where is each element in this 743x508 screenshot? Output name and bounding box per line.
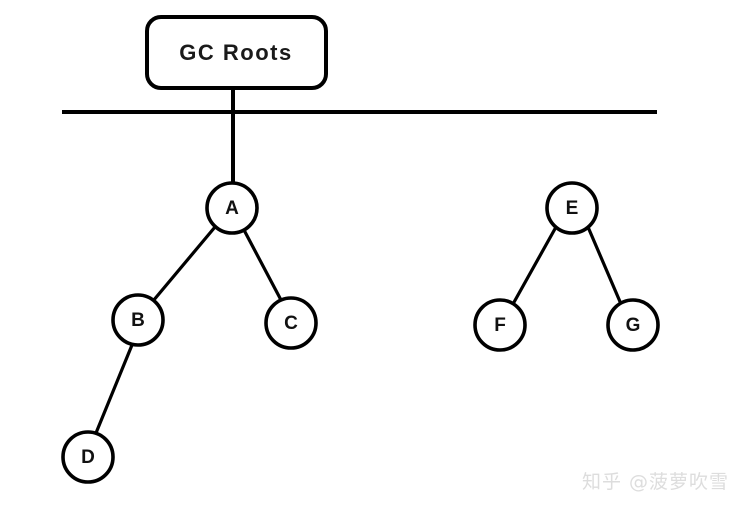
- gc-roots-box[interactable]: GC Roots: [145, 15, 328, 90]
- node-e[interactable]: E: [545, 181, 599, 235]
- node-d[interactable]: D: [61, 430, 115, 484]
- node-g[interactable]: G: [606, 298, 660, 352]
- node-c-circle: [264, 296, 318, 350]
- node-c-label: C: [284, 313, 298, 334]
- node-g-circle: [606, 298, 660, 352]
- gc-roots-box-label: GC Roots: [179, 40, 292, 65]
- node-f[interactable]: F: [473, 298, 527, 352]
- gc-roots-box-rect: [145, 15, 328, 90]
- node-a-circle: [205, 181, 259, 235]
- node-g-label: G: [626, 315, 641, 336]
- node-b-circle: [111, 293, 165, 347]
- node-c[interactable]: C: [264, 296, 318, 350]
- node-d-label: D: [81, 447, 95, 468]
- watermark: 知乎 @菠萝吹雪: [581, 471, 729, 493]
- node-e-circle: [545, 181, 599, 235]
- edge-b-to-d: [94, 343, 134, 435]
- node-d-circle: [61, 430, 115, 484]
- edge-a-to-c: [242, 228, 283, 302]
- edge-e-to-f: [511, 225, 558, 306]
- node-e-label: E: [566, 198, 579, 219]
- edge-a-to-b: [151, 225, 217, 303]
- node-a-label: A: [225, 198, 239, 219]
- node-f-circle: [473, 298, 527, 352]
- node-b-label: B: [131, 310, 145, 331]
- node-a[interactable]: A: [205, 181, 259, 235]
- node-b[interactable]: B: [111, 293, 165, 347]
- edge-e-to-g: [586, 225, 623, 306]
- node-f-label: F: [494, 315, 506, 336]
